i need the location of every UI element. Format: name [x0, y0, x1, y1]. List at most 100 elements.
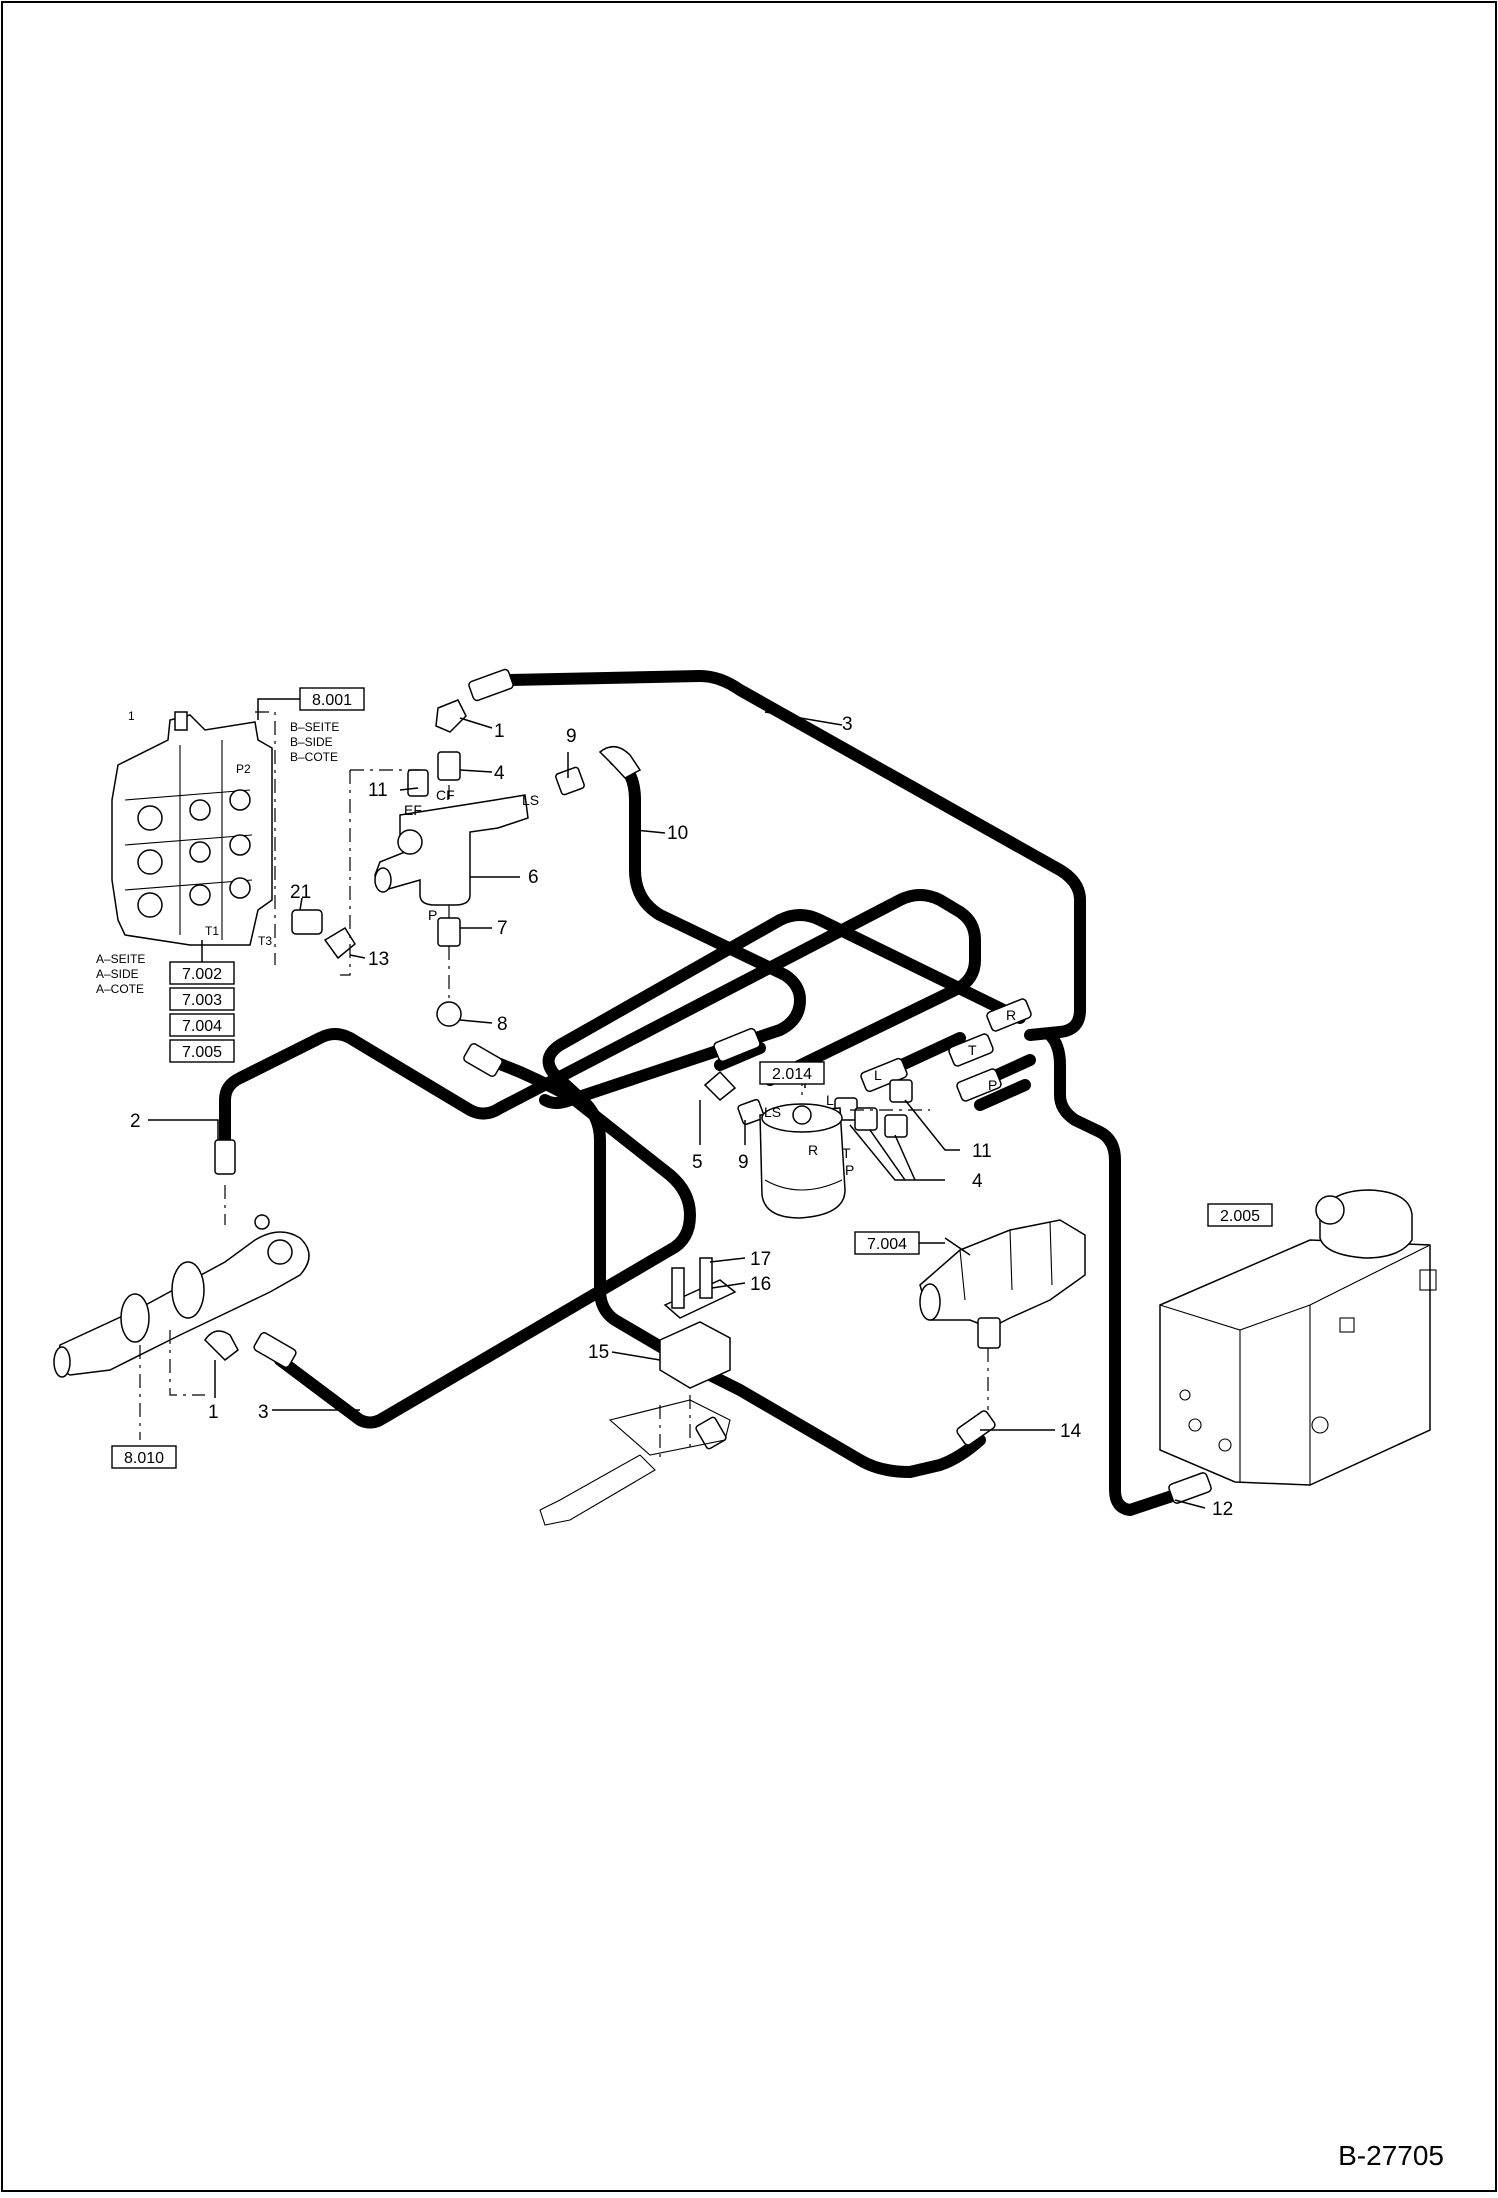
callout-5: 5 — [692, 1152, 703, 1173]
valve-block-body — [111, 714, 273, 946]
b-side-fr: B–COTE — [290, 750, 338, 764]
valve-top-cap — [174, 711, 188, 731]
valve-port-b3 — [189, 884, 211, 906]
valve-number-label: 1 — [128, 709, 135, 723]
hose-end-steering — [713, 1027, 761, 1063]
ref-box-2014 — [759, 1061, 825, 1085]
tank-plate — [1339, 1317, 1355, 1333]
steering-unit-flange — [764, 1179, 843, 1191]
tank-body — [1159, 1239, 1431, 1486]
hose-2 — [219, 889, 981, 1144]
hose-end-r — [986, 998, 1032, 1032]
callout-numbers: 1 9 3 11 4 10 6 21 7 13 8 2 5 9 11 4 17 … — [130, 714, 1233, 1520]
priority-valve — [374, 785, 529, 1002]
steering-unit — [759, 1072, 930, 1219]
adapter-fitting-7 — [437, 917, 461, 947]
ref-box-7004a — [169, 1013, 235, 1037]
valve-11-dash — [340, 769, 420, 976]
hose-l-label: L — [874, 1067, 882, 1083]
callout-1-top: 1 — [494, 721, 505, 742]
tank-port-a — [1179, 1389, 1191, 1401]
hydraulic-tank — [1159, 1189, 1437, 1486]
clamp-dash — [659, 1395, 691, 1460]
valve-port-c2 — [229, 834, 251, 856]
hose-end-t — [948, 1033, 994, 1067]
valve-port-p2: P2 — [236, 762, 251, 776]
hose-end-2 — [214, 1139, 236, 1175]
port-ls-unit-label: LS — [764, 1104, 781, 1120]
valve-port-a3 — [137, 892, 163, 918]
ref-8001: 8.001 — [312, 692, 352, 709]
hose-steering — [714, 1042, 766, 1071]
adapter-fitting-4 — [437, 751, 461, 781]
elbow-13 — [323, 926, 356, 960]
callout-11-right: 11 — [972, 1141, 992, 1162]
swivel-8 — [436, 1001, 462, 1027]
adapter-21 — [291, 909, 323, 935]
cylinder-eye — [267, 1239, 293, 1265]
valve-port-c1 — [229, 789, 251, 811]
hose-end-14 — [956, 1410, 996, 1446]
ref-box-2005 — [1207, 1203, 1273, 1227]
callout-9-mid: 9 — [738, 1152, 749, 1173]
adapter-11-mid — [889, 1079, 913, 1103]
ref-2005: 2.005 — [1220, 1208, 1260, 1225]
callout-2: 2 — [130, 1111, 141, 1132]
callout-13: 13 — [368, 949, 389, 970]
frame-arm — [539, 1454, 656, 1526]
valve-port-b1 — [189, 799, 211, 821]
reference-boxes: 8.001 7.002 7.003 7.004 7.005 2.014 7.00… — [111, 687, 1273, 1469]
hose-3-bottom — [274, 1056, 696, 1429]
port-ef-label: EF — [404, 802, 422, 818]
leader-lines — [148, 711, 1250, 1509]
adapter-9-mid — [737, 1098, 765, 1126]
tank-edges — [1159, 1244, 1431, 1485]
adapter-4-c — [884, 1114, 908, 1138]
hose-p-label: P — [988, 1077, 997, 1093]
pump-shaft-end — [919, 1283, 941, 1321]
valve-port-t1: T1 — [205, 924, 219, 938]
callout-15: 15 — [588, 1342, 609, 1363]
clamp-block-15 — [659, 1321, 731, 1389]
steering-cylinder — [53, 1185, 310, 1440]
ref-box-7003 — [169, 987, 235, 1011]
port-cf-label: CF — [436, 787, 455, 803]
tank-sight-glass — [1311, 1416, 1329, 1434]
hose-end-p — [956, 1068, 1002, 1102]
ref-8010: 8.010 — [124, 1450, 164, 1467]
port-ls-block-label: LS — [522, 792, 539, 808]
hose-end-l — [860, 1057, 908, 1093]
valve-port-a2 — [137, 849, 163, 875]
pump-outlet — [977, 1317, 1001, 1349]
valve-leader-dash — [255, 711, 276, 965]
hose-fittings — [214, 668, 1212, 1504]
priority-valve-end — [374, 867, 392, 893]
cylinder-barrel-ring — [171, 1261, 205, 1319]
b-side-de: B–SEITE — [290, 720, 339, 734]
bolt-17-a — [671, 1267, 685, 1309]
tank-breather — [1315, 1195, 1345, 1225]
ref-7005: 7.005 — [182, 1044, 222, 1061]
hose-end-top — [468, 668, 514, 702]
callout-12: 12 — [1212, 1499, 1233, 1520]
port-l-unit-label: L — [826, 1092, 834, 1108]
ref-box-7005 — [169, 1039, 235, 1063]
ref-7004a: 7.004 — [182, 1018, 222, 1035]
callout-10: 10 — [667, 823, 688, 844]
ref-7002: 7.002 — [182, 966, 222, 983]
a-side-de: A–SEITE — [96, 952, 145, 966]
drawing-number: B-27705 — [1338, 2140, 1444, 2171]
ref-2014: 2.014 — [772, 1066, 812, 1083]
tank-port-b — [1188, 1418, 1202, 1432]
hose-lines — [219, 670, 1196, 1516]
pump-body — [919, 1219, 1086, 1329]
callout-3-bottom: 3 — [258, 1402, 269, 1423]
valve-section-lines — [124, 740, 253, 940]
hydraulic-pump — [919, 1219, 1086, 1410]
callout-7: 7 — [497, 918, 508, 939]
tank-port-c — [1218, 1438, 1232, 1452]
adapter-4-b — [854, 1107, 878, 1131]
steering-shaft — [792, 1105, 812, 1125]
